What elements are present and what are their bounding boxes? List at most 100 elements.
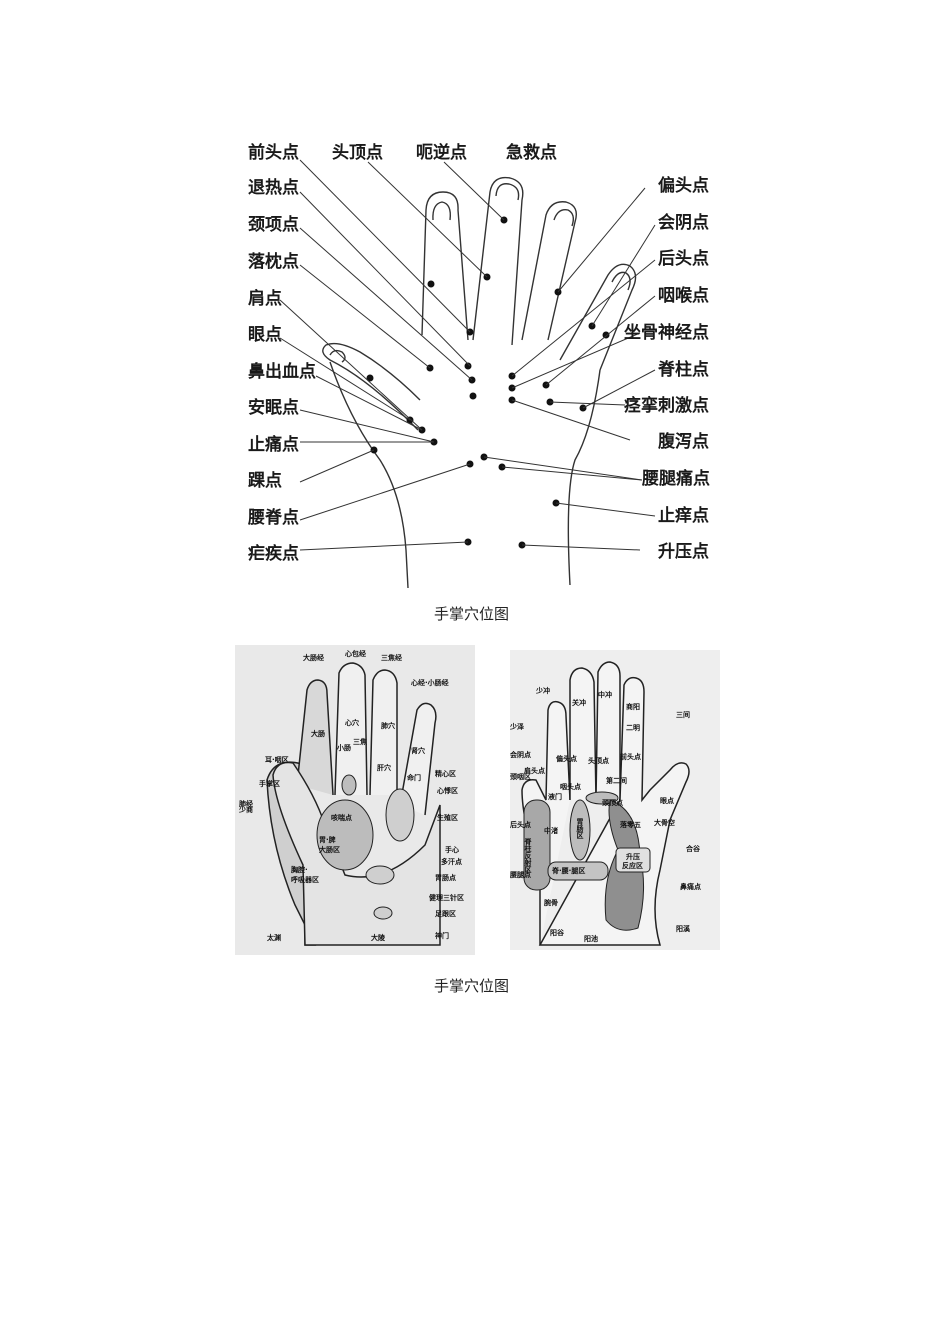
label-san-jian: 三间 [676, 711, 690, 719]
label-yang-gu: 阳谷 [550, 929, 564, 937]
label-shen-men: 神门 [435, 932, 449, 940]
label-wei-pi: 胃·脾 [319, 836, 336, 844]
label-guan-chong: 关冲 [572, 699, 586, 707]
label-da-gu-kong: 大骨空 [654, 819, 675, 827]
figure-caption-2: 手掌穴位图 [434, 977, 510, 995]
label-zhi-tong-dian: 止痛点 [248, 435, 299, 455]
hand-back-zone-diagram: 少冲 关冲 中冲 商阳 少泽 二明 三间 会阴点 肩头点 偏头点 头顶点 前头点… [510, 650, 720, 950]
label-bi-tong-dian: 鼻痛点 [680, 883, 701, 891]
label-wei-chang-dian: 胃肠点 [435, 874, 456, 882]
label-jing-yan-qu: 颈咽区 [510, 773, 531, 781]
label-yao-ji-dian: 腰脊点 [248, 508, 299, 528]
label-tai-yuan: 太渊 [267, 934, 281, 942]
label-da-chang-qu: 大肠区 [319, 846, 340, 854]
label-xin-ji-qu: 心悸区 [437, 787, 458, 795]
label-er-yan-qu: 耳·咽区 [265, 756, 289, 764]
label-wei-chang-qu: 胃肠区 [576, 818, 584, 839]
label-xin-bao-jing: 心包经 [345, 650, 366, 658]
palm-acupoint-diagram: 前头点 头顶点 呃逆点 急救点 退热点 颈项点 落枕点 肩点 眼点 鼻出血点 安… [230, 130, 730, 595]
label-yan-dian: 眼点 [248, 325, 282, 345]
label-shou-zhang-qu: 手掌区 [259, 780, 280, 788]
palm-zone-drawing [266, 662, 441, 946]
label-wan-gu: 腕骨 [544, 899, 558, 907]
label-sheng-ya-dian: 升压点 [658, 542, 709, 562]
label-da-chang-jing: 大肠经 [303, 654, 324, 662]
label-shao-ze: 少泽 [510, 723, 524, 731]
label-tou-ding-dian-2: 头顶点 [588, 757, 609, 765]
label-ji-yao-tui-qu: 脊·腰·腿区 [552, 867, 586, 875]
label-san-jiao-jing: 三焦经 [381, 654, 402, 662]
label-zu-gen-qu: 足跟区 [435, 910, 456, 918]
label-ming-men: 命门 [407, 774, 421, 782]
label-fu-xie-dian: 腹泻点 [658, 432, 709, 452]
label-xin-xue: 心穴 [345, 719, 359, 727]
label-sheng-ya: 升压 [626, 853, 640, 861]
hand-back-zone-drawing [521, 661, 690, 946]
label-jian-tou-dian: 肩头点 [524, 767, 545, 775]
label-ji-zhu-dian: 脊柱点 [658, 360, 709, 380]
label-sheng-zhi-qu: 生殖区 [437, 814, 458, 822]
label-qian-tou-dian: 前头点 [248, 143, 299, 163]
label-ji-zhu-fan-she-qu: 脊柱反射区 [524, 838, 532, 873]
label-gan-xue: 肝穴 [377, 764, 391, 772]
label-jing-xin-qu: 精心区 [435, 770, 456, 778]
label-bi-chu-xue-dian: 鼻出血点 [248, 362, 316, 382]
label-shao-shang: 少商 [239, 806, 253, 814]
label-da-ling: 大陵 [371, 934, 385, 942]
label-duo-han-dian: 多汗点 [441, 858, 462, 866]
label-san-jiao: 三焦 [353, 738, 367, 746]
label-fei-xue: 肺穴 [381, 722, 395, 730]
label-zhong-zhu: 中渚 [544, 827, 558, 835]
label-ji-jiu-dian: 急救点 [506, 143, 557, 163]
label-zhong-chong: 中冲 [598, 691, 612, 699]
label-yao-tui-dian: 腰腿点 [510, 871, 531, 879]
label-shao-chong: 少冲 [536, 687, 550, 695]
label-luo-ling-wu: 落零五 [620, 821, 641, 829]
label-fei-jing: 肺经 [239, 800, 253, 808]
label-jing-xiang-dian: 颈项点 [248, 215, 299, 235]
label-xin-jing-xiao-chang-jing: 心经·小肠经 [411, 679, 449, 687]
label-hu-xi-qi-qu: 呼吸器区 [291, 876, 319, 884]
label-shou-xin: 手心 [445, 846, 459, 854]
label-zhi-yang-dian: 止痒点 [658, 506, 709, 526]
label-yan-dian-2: 眼点 [660, 797, 674, 805]
label-tui-re-dian: 退热点 [248, 178, 299, 198]
label-hui-yin-dian: 会阴点 [658, 213, 709, 233]
label-hui-yin-dian-2: 会阴点 [510, 751, 531, 759]
label-pian-tou-dian: 偏头点 [658, 176, 709, 196]
label-jing-luan-ci-ji-dian: 痉挛刺激点 [624, 396, 709, 416]
label-nue-ji-dian: 疟疾点 [248, 544, 299, 564]
label-yang-xi: 阳溪 [676, 925, 690, 933]
label-da-chang: 大肠 [311, 730, 325, 738]
label-tou-ding-dian: 头顶点 [332, 143, 383, 163]
label-xiao-chang: 小肠 [337, 744, 351, 752]
palm-zone-diagram: 大肠经 心包经 三焦经 心经·小肠经 大肠 心穴 肺穴 小肠 三焦 肝穴 肾穴 … [235, 645, 475, 955]
label-di-er-jian: 第二间 [606, 777, 627, 785]
label-yao-tui-tong-dian: 腰腿痛点 [642, 469, 710, 489]
label-luo-zhen-dian: 落枕点 [248, 252, 299, 272]
label-ye-men: 液门 [548, 793, 562, 801]
label-jian-dian: 肩点 [248, 289, 282, 309]
label-shen-xue: 肾穴 [411, 747, 425, 755]
label-huai-dian: 踝点 [248, 471, 282, 491]
label-qian-tou-dian-2: 前头点 [620, 753, 641, 761]
label-hou-tou-dian: 后头点 [658, 249, 709, 269]
label-shang-yang: 商阳 [626, 703, 640, 711]
label-zuo-gu-shen-jing-dian: 坐骨神经点 [624, 323, 709, 343]
figure-caption-1: 手掌穴位图 [434, 605, 510, 623]
label-fan-ying-qu: 反应区 [622, 862, 643, 870]
label-jing-ding-dian: 颈顶点 [602, 799, 623, 807]
label-he-gu: 合谷 [686, 845, 700, 853]
label-e-ni-dian: 呃逆点 [416, 143, 467, 163]
label-yang-chi: 阳池 [584, 935, 598, 943]
label-yan-hou-dian: 咽喉点 [658, 286, 709, 306]
palm-outline-drawing [279, 159, 656, 589]
label-pian-tou-dian-2: 偏头点 [556, 755, 577, 763]
label-hou-tou-dian-2: 后头点 [510, 821, 531, 829]
label-xiong-qiang: 胸腔· [291, 866, 308, 874]
label-ke-chuan-dian: 咳喘点 [331, 814, 352, 822]
label-jian-li-san-zhen-qu: 健理三针区 [429, 894, 464, 902]
label-an-mian-dian: 安眠点 [248, 398, 299, 418]
label-yan-tou-dian: 咽头点 [560, 783, 581, 791]
label-er-ming: 二明 [626, 724, 640, 732]
